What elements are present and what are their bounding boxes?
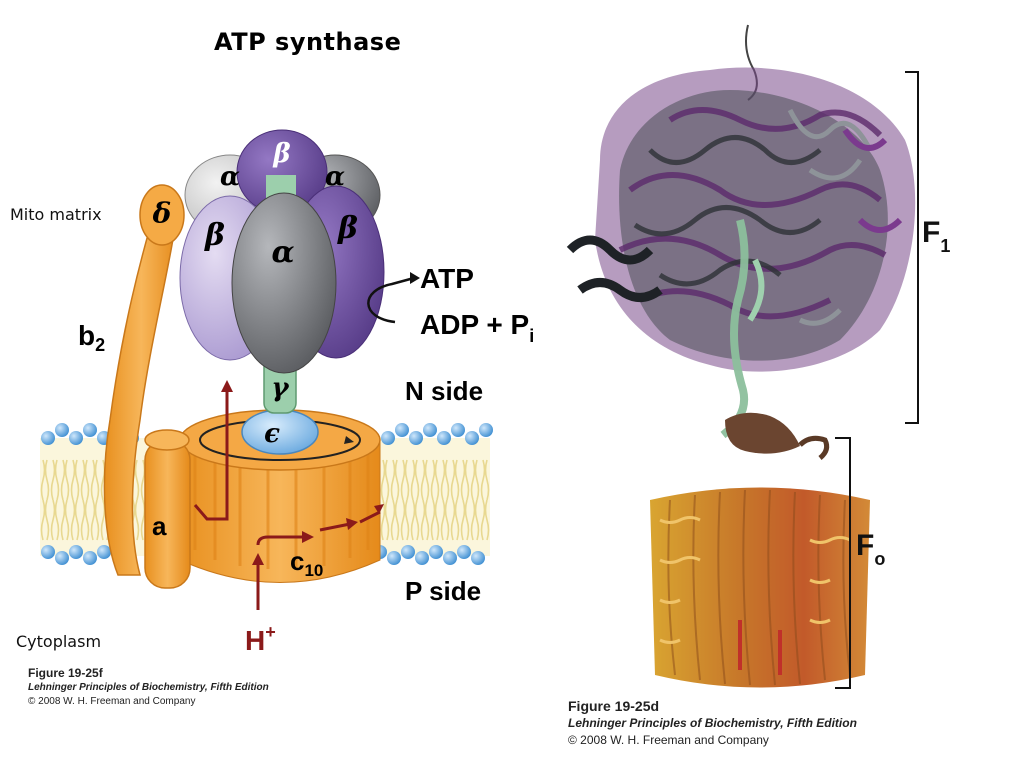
fo-ring-structure [650, 487, 870, 688]
f1-label: F1 [922, 216, 950, 256]
epsilon-subunit [241, 409, 319, 455]
p-side-label: P side [405, 576, 481, 606]
f1-bracket [905, 71, 919, 424]
book-caption-right: Lehninger Principles of Biochemistry, Fi… [568, 716, 857, 730]
figure-caption-right: Figure 19-25d [568, 698, 660, 714]
f1-head [179, 129, 385, 374]
proton-path-arrows [193, 389, 381, 610]
figure-caption-left: Figure 19-25f [28, 666, 103, 680]
b2-label: b2 [78, 320, 105, 355]
book-caption-left: Lehninger Principles of Biochemistry, Fi… [28, 682, 269, 693]
page-title: ATP synthase [214, 28, 402, 56]
copyright-left: © 2008 W. H. Freeman and Company [28, 696, 196, 707]
mito-matrix-label: Mito matrix [10, 205, 102, 224]
atp-label: ATP [420, 263, 474, 294]
cytoplasm-label: Cytoplasm [16, 632, 102, 651]
a-subunit [144, 429, 191, 589]
fo-cap-ribbon [725, 412, 830, 460]
atp-synthase-structure: F1 Fo [566, 24, 950, 689]
atp-synthase-schematic: α β α δ β α β γ ϵ b2 a c10 H+ ATP ADP + … [40, 129, 534, 656]
h-plus-label: H+ [245, 622, 276, 656]
n-side-label: N side [405, 376, 483, 406]
delta-subunit [139, 184, 185, 246]
fo-bracket [835, 437, 851, 689]
atp-arrow [367, 276, 415, 324]
f1-ribbon-structure [566, 67, 916, 439]
copyright-right: © 2008 W. H. Freeman and Company [568, 733, 769, 747]
b2-stator [103, 199, 179, 576]
adp-pi-label: ADP + Pi [420, 309, 534, 346]
